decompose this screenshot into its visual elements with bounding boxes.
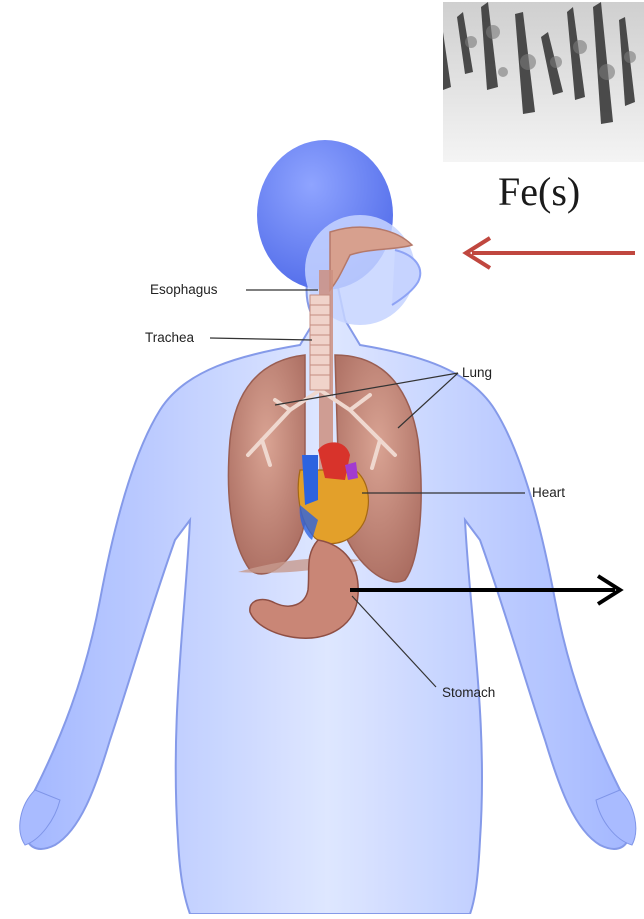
esophagus-label: Esophagus	[150, 282, 218, 297]
trachea	[310, 295, 330, 390]
trachea-label: Trachea	[145, 330, 194, 345]
heart-label: Heart	[532, 485, 565, 500]
stomach-label: Stomach	[442, 685, 495, 700]
photo-caption: Fe(s)	[498, 168, 580, 215]
lung-label: Lung	[462, 365, 492, 380]
trachea-leader	[210, 338, 312, 340]
iron-sample-photo	[443, 2, 644, 162]
red-arrow	[466, 238, 635, 268]
